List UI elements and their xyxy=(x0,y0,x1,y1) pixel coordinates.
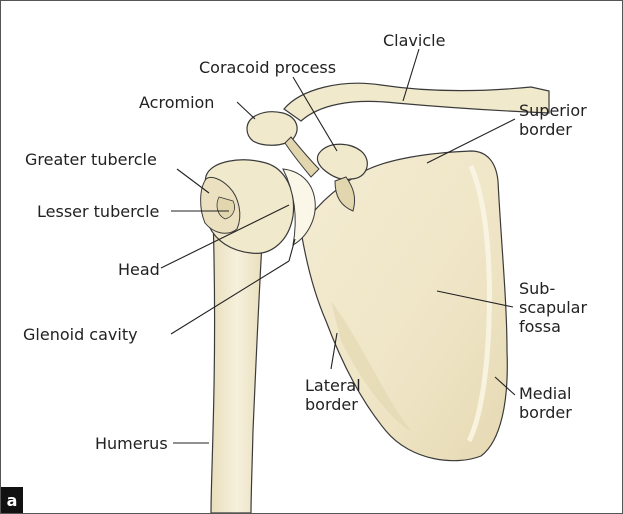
label-medial-border: Medial border xyxy=(519,384,572,422)
label-glenoid-cavity: Glenoid cavity xyxy=(23,325,138,344)
glenoid-leader-stub xyxy=(289,239,295,261)
acromion-leader xyxy=(237,102,255,119)
label-acromion: Acromion xyxy=(139,93,214,112)
label-subscapular-fossa: Sub- scapular fossa xyxy=(519,279,587,336)
label-lateral-border: Lateral border xyxy=(305,376,361,414)
label-superior-border: Superior border xyxy=(519,101,587,139)
panel-letter: a xyxy=(1,487,23,513)
label-humerus: Humerus xyxy=(95,434,168,453)
label-coracoid-process: Coracoid process xyxy=(199,58,336,77)
label-lesser-tubercle: Lesser tubercle xyxy=(37,202,159,221)
label-clavicle: Clavicle xyxy=(383,31,445,50)
coracoid-bone xyxy=(317,144,367,179)
label-head: Head xyxy=(118,260,160,279)
clavicle-bone xyxy=(284,83,549,121)
humerus-shaft xyxy=(211,216,263,513)
label-greater-tubercle: Greater tubercle xyxy=(25,150,157,169)
